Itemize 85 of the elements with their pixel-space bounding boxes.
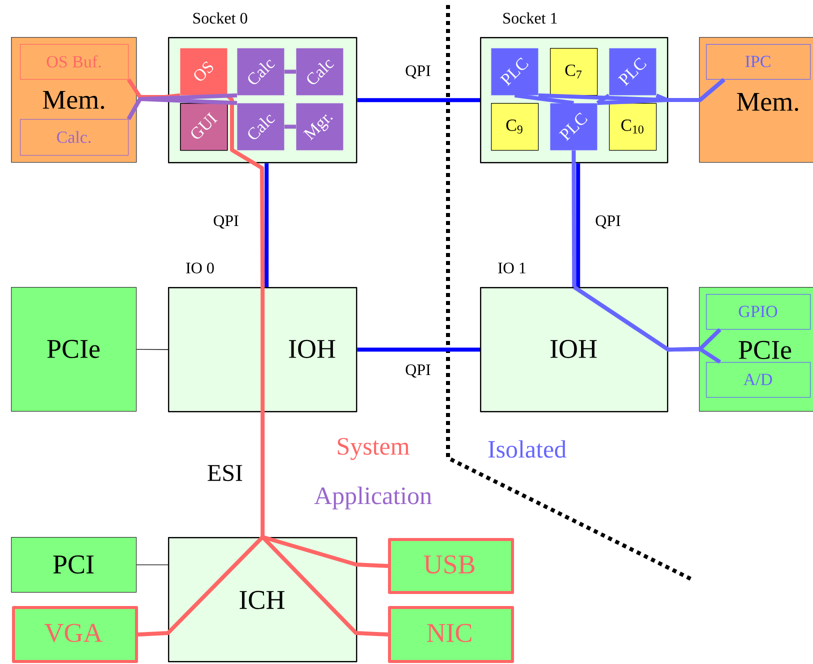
node-label: ICH <box>240 590 284 610</box>
node-label: PCI <box>53 555 94 574</box>
node-label: IPC <box>745 56 770 68</box>
node-label: USB <box>424 555 474 574</box>
node-label: PCIe <box>738 340 792 360</box>
core-box <box>237 48 284 96</box>
node-label: PLC <box>618 58 646 86</box>
connector-line <box>284 70 296 74</box>
node-label: Mgr. <box>303 114 333 140</box>
connector-line <box>573 285 722 364</box>
heading: Socket 0 <box>193 12 248 24</box>
node-label: Mem. <box>736 92 798 112</box>
node-label: GPIO <box>738 306 778 318</box>
connector-line <box>357 348 480 352</box>
buffer-box <box>20 119 129 156</box>
node-label: NIC <box>427 624 472 642</box>
node-label: PCIe <box>47 340 100 358</box>
node-label: Calc <box>307 60 334 84</box>
node-label: IOH <box>288 340 336 358</box>
heading: IO 0 <box>186 262 214 274</box>
core-box <box>491 48 538 96</box>
memory-box <box>699 37 813 163</box>
connector-line <box>136 348 168 350</box>
buffer-box <box>706 362 811 398</box>
memory-box <box>699 287 813 412</box>
connector-line <box>576 163 580 287</box>
device-box <box>11 287 137 412</box>
node-label: A/D <box>744 374 772 386</box>
node-label: OS Buf. <box>46 55 101 68</box>
edge-label: QPI <box>404 64 432 80</box>
node-label: PLC <box>500 58 528 86</box>
node-label: PLC <box>558 112 588 142</box>
node-label: VGA <box>44 624 103 642</box>
node-label: OS <box>194 61 214 81</box>
connector-line <box>260 287 265 537</box>
edge-label: QPI <box>404 363 432 379</box>
core-box <box>180 103 228 151</box>
heading: Socket 1 <box>503 12 557 24</box>
hub-box <box>168 537 358 662</box>
connector-line <box>514 93 574 105</box>
device-box <box>388 606 514 663</box>
buffer-box <box>706 294 811 330</box>
node-label: IOH <box>550 340 597 358</box>
legend-text: Isolated <box>488 440 566 458</box>
connector-line <box>572 150 576 287</box>
core-box <box>609 103 657 151</box>
core-box <box>180 48 228 96</box>
connector-line <box>262 535 388 568</box>
node-label: Calc <box>248 114 275 140</box>
buffer-box <box>20 44 129 80</box>
memory-box <box>11 37 137 163</box>
device-box <box>12 606 138 663</box>
connector-line <box>138 536 264 636</box>
core-box <box>491 103 539 151</box>
edge-label: ESI <box>206 464 244 482</box>
node-label: C$_{10}$ <box>621 120 644 134</box>
node-label: Calc <box>248 60 275 84</box>
connector-line <box>136 564 168 566</box>
legend-text: System <box>338 438 410 460</box>
core-box <box>550 103 598 150</box>
connector-line <box>357 98 480 102</box>
node-label: Calc. <box>57 130 91 144</box>
connector-line <box>126 78 180 99</box>
node-label: GUI <box>191 112 218 139</box>
connector-line <box>264 163 269 287</box>
connector-line <box>596 94 610 105</box>
connector-line <box>597 78 726 105</box>
hub-box <box>480 262 668 412</box>
heading: IO 1 <box>498 262 526 274</box>
node-label: C$_{9}$ <box>506 120 522 134</box>
legend-text: Application <box>314 486 432 510</box>
edge-label: QPI <box>594 214 622 230</box>
connector-line <box>284 124 296 129</box>
buffer-box <box>706 44 811 80</box>
device-box <box>11 537 137 593</box>
core-box <box>296 48 344 96</box>
core-box <box>296 103 344 150</box>
core-box <box>550 48 598 96</box>
hub-box <box>168 262 358 412</box>
device-box <box>388 538 514 594</box>
core-box <box>237 103 284 150</box>
node-label: Mem. <box>42 90 104 110</box>
edge-label: QPI <box>212 214 240 230</box>
core-box <box>609 48 656 96</box>
node-label: C$_{7}$ <box>565 64 582 78</box>
